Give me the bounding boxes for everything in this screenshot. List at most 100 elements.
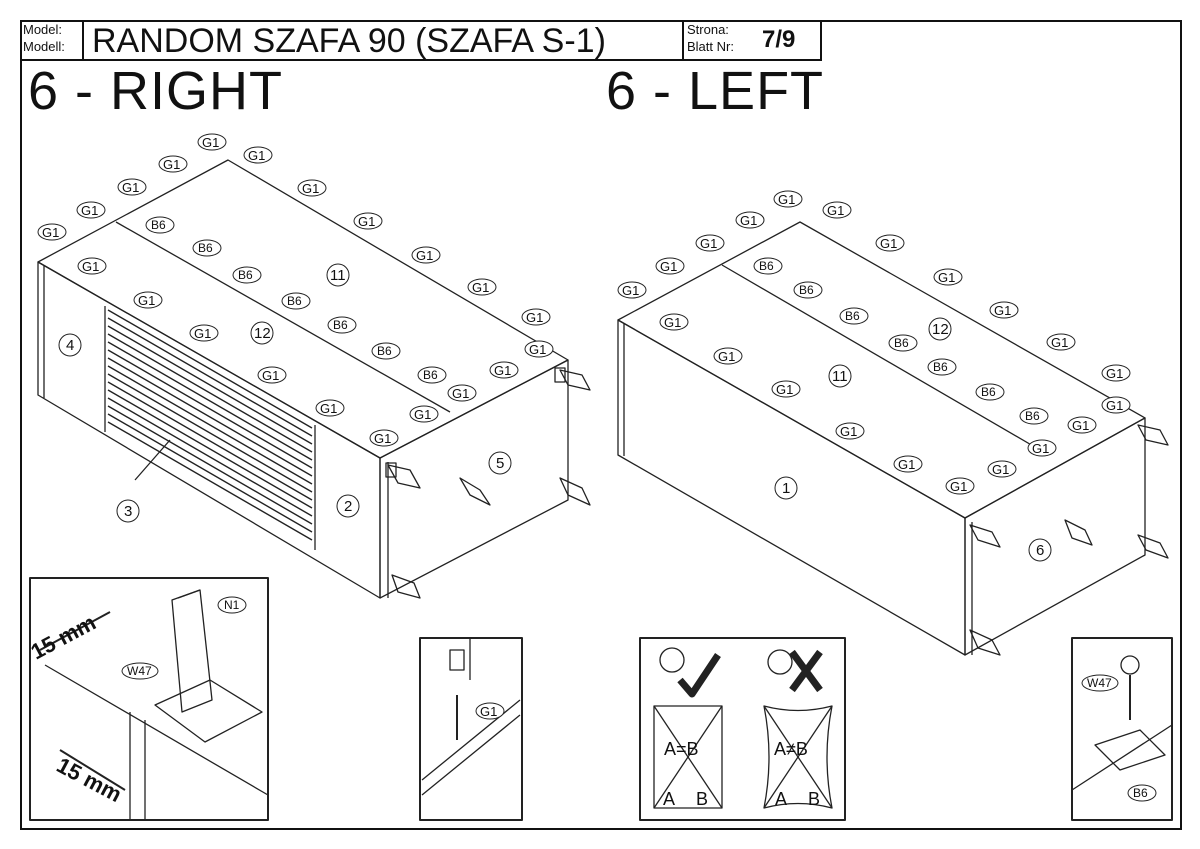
svg-text:G1: G1 <box>740 213 757 228</box>
part-label-g1-k: G1 <box>521 308 551 326</box>
part-label-w47-detail: W47 <box>1081 674 1119 692</box>
corner-b-ok: B <box>696 789 708 809</box>
part-label-b6-e: B6 <box>327 316 357 334</box>
svg-text:G1: G1 <box>664 315 681 330</box>
part-label-g1-q: G1 <box>315 399 345 417</box>
svg-text:G1: G1 <box>880 236 897 251</box>
distance-label-bottom: 15 mm <box>53 752 126 807</box>
part-label-g1-g: G1 <box>297 179 327 197</box>
step-title-left: 6 - LEFT <box>606 61 825 121</box>
svg-text:G1: G1 <box>526 310 543 325</box>
part-label-g1-i: G1 <box>411 246 441 264</box>
svg-text:B6: B6 <box>423 368 438 382</box>
part-label-g1-lr: G1 <box>945 477 975 495</box>
svg-text:11: 11 <box>330 267 346 284</box>
part-label-g1-lb: G1 <box>655 257 685 275</box>
svg-text:G1: G1 <box>138 293 155 308</box>
detail-box-nail <box>419 637 523 821</box>
svg-text:W47: W47 <box>1087 676 1112 690</box>
svg-text:G1: G1 <box>358 214 375 229</box>
part-label-g1-ld: G1 <box>735 211 765 229</box>
svg-text:B6: B6 <box>933 360 948 374</box>
model-header-box <box>20 20 684 61</box>
part-label-g1-lm: G1 <box>659 313 689 331</box>
svg-text:G1: G1 <box>992 462 1009 477</box>
svg-text:5: 5 <box>496 455 504 472</box>
svg-text:G1: G1 <box>840 424 857 439</box>
svg-text:G1: G1 <box>1032 441 1049 456</box>
svg-text:G1: G1 <box>1106 366 1123 381</box>
panel-number-bottom: 5 <box>488 451 512 475</box>
part-label-g1-e: G1 <box>197 133 227 151</box>
part-label-g1-b: G1 <box>76 201 106 219</box>
svg-text:G1: G1 <box>42 225 59 240</box>
part-label-b6-lc: B6 <box>839 307 869 325</box>
left-leg-2 <box>1137 424 1169 446</box>
part-label-g1-s: G1 <box>409 405 439 423</box>
svg-text:G1: G1 <box>248 148 265 163</box>
part-label-g1-lh: G1 <box>933 268 963 286</box>
svg-text:G1: G1 <box>374 431 391 446</box>
page-header-box <box>682 20 822 61</box>
corner-a-ok: A <box>663 789 675 809</box>
not-equal-label: A≠B <box>774 739 808 759</box>
model-label: Model: <box>23 22 63 37</box>
distance-label-top: 15 mm <box>27 610 100 665</box>
part-label-g1-r: G1 <box>369 429 399 447</box>
part-label-b6-la: B6 <box>753 257 783 275</box>
svg-text:G1: G1 <box>452 386 469 401</box>
svg-text:W47: W47 <box>127 664 152 678</box>
part-label-b6-ld: B6 <box>888 334 918 352</box>
svg-text:G1: G1 <box>414 407 431 422</box>
part-label-b6-lg: B6 <box>1019 407 1049 425</box>
nail-labels: G1 G1 G1 G1 G1 G1 G1 G1 G1 G1 G1 G1 G1 G… <box>37 133 1131 720</box>
svg-text:B6: B6 <box>151 218 166 232</box>
part-label-b6-d: B6 <box>281 292 311 310</box>
svg-text:G1: G1 <box>700 236 717 251</box>
part-label-n1: N1 <box>217 596 247 614</box>
model-title: RANDOM SZAFA 90 (SZAFA S-1) <box>92 22 606 60</box>
part-label-g1-lg: G1 <box>875 234 905 252</box>
right-cabinet-front <box>379 359 569 599</box>
right-door-slats <box>107 309 313 541</box>
svg-text:B6: B6 <box>894 336 909 350</box>
part-label-g1-lu: G1 <box>1067 416 1097 434</box>
svg-text:B6: B6 <box>198 241 213 255</box>
svg-text:G1: G1 <box>194 326 211 341</box>
svg-text:G1: G1 <box>122 180 139 195</box>
svg-text:G1: G1 <box>320 401 337 416</box>
svg-text:B6: B6 <box>333 318 348 332</box>
detail-box-screw <box>1071 637 1173 821</box>
svg-text:1: 1 <box>782 480 790 497</box>
svg-text:B6: B6 <box>845 309 860 323</box>
equal-label: A=B <box>664 739 699 759</box>
svg-text:G1: G1 <box>529 342 546 357</box>
part-label-g1-lk: G1 <box>1101 364 1131 382</box>
part-label-g1-j: G1 <box>467 278 497 296</box>
panel-number-back-left: 12 <box>928 317 952 341</box>
part-label-g1-li: G1 <box>989 301 1019 319</box>
part-label-g1-ll: G1 <box>1101 396 1131 414</box>
model-label-box <box>20 20 84 61</box>
right-leg-5 <box>391 574 421 599</box>
part-label-g1-o: G1 <box>189 324 219 342</box>
left-leg-3 <box>1064 519 1093 546</box>
svg-text:4: 4 <box>66 337 74 354</box>
svg-text:2: 2 <box>344 498 352 515</box>
part-label-g1-lf: G1 <box>822 201 852 219</box>
svg-text:G1: G1 <box>82 259 99 274</box>
detail-box-square <box>639 637 846 821</box>
modell-label: Modell: <box>23 39 65 54</box>
svg-text:G1: G1 <box>827 203 844 218</box>
panel-number-top-left: 11 <box>828 364 852 388</box>
part-label-g1-lj: G1 <box>1046 333 1076 351</box>
left-leg-4 <box>1137 534 1169 559</box>
svg-text:G1: G1 <box>202 135 219 150</box>
svg-text:N1: N1 <box>224 598 240 612</box>
panel-number-back: 12 <box>250 321 274 345</box>
svg-text:12: 12 <box>932 321 949 338</box>
svg-text:6: 6 <box>1036 542 1044 559</box>
svg-text:B6: B6 <box>981 385 996 399</box>
svg-text:11: 11 <box>832 368 848 385</box>
page-number: 7/9 <box>762 26 796 53</box>
